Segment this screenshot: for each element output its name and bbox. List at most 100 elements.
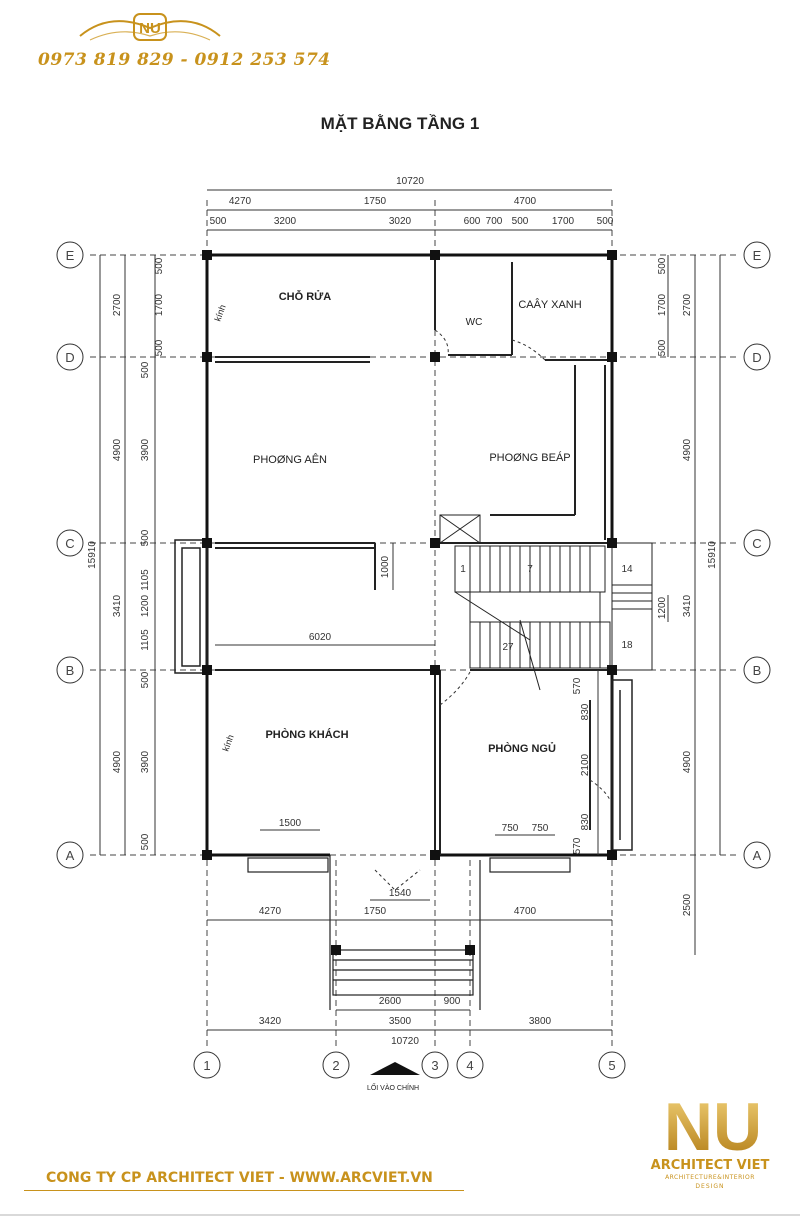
room-kitchen: PHOØNG BEÁP xyxy=(489,451,570,464)
dim-left-2: 3900 xyxy=(140,750,151,773)
dim-top-2: 600 xyxy=(464,216,481,227)
grid-label-row-B: B xyxy=(753,663,762,678)
grid-bubble-row xyxy=(56,841,84,869)
company-footer: CONG TY CP ARCHITECT VIET - WWW.ARCVIET.… xyxy=(46,1170,433,1186)
dim-left-1: 2700 xyxy=(112,293,123,316)
room-dining: PHOØNG AÊN xyxy=(253,453,327,466)
dim-1500: 1500 xyxy=(279,818,302,829)
bottom-rule xyxy=(0,1214,800,1216)
column xyxy=(202,850,212,860)
column xyxy=(202,352,212,362)
front-porch xyxy=(247,855,571,1010)
grid-bubble-col xyxy=(193,1051,221,1079)
dim-left-1: 4900 xyxy=(112,750,123,773)
phone-numbers: 0973 819 829 - 0912 253 574 xyxy=(38,50,331,70)
grid-label-col-5: 5 xyxy=(608,1058,615,1073)
dim-left-2: 500 xyxy=(154,257,165,274)
outer-walls xyxy=(205,253,614,857)
logo-name: ARCHITECT VIET xyxy=(650,1158,770,1173)
dim-6020: 6020 xyxy=(309,632,332,643)
architect-viet-logo: NU xyxy=(668,1089,758,1158)
dim-top-2: 3020 xyxy=(389,216,412,227)
room-washing: CHỖ RỬA xyxy=(279,290,332,303)
column xyxy=(202,665,212,675)
staircase xyxy=(439,514,653,691)
column xyxy=(430,538,440,548)
columns xyxy=(202,250,617,955)
column xyxy=(430,352,440,362)
grid-bubble-col xyxy=(456,1051,484,1079)
left-bay-window xyxy=(174,539,208,674)
column xyxy=(430,250,440,260)
dim-top-2: 500 xyxy=(512,216,529,227)
grid-bubble-row xyxy=(743,841,771,869)
entrance-label: LỐI VÀO CHÍNH xyxy=(367,1082,419,1092)
grid-label-row-B: B xyxy=(66,663,75,678)
dim-left-total: 15910 xyxy=(87,541,98,569)
grid-lines xyxy=(90,200,740,1050)
stair-number: 1 xyxy=(460,564,466,575)
grid-label-row-A: A xyxy=(753,848,762,863)
dim-bottom-1: 4700 xyxy=(514,906,537,917)
dim-750b: 750 xyxy=(532,823,549,834)
drawing-title: MẶT BẰNG TẦNG 1 xyxy=(320,114,480,133)
room-wc: WC xyxy=(466,317,483,328)
grid-bubble-col xyxy=(421,1051,449,1079)
dim-bedroom: 830 xyxy=(580,813,591,830)
dim-left-2: 500 xyxy=(140,361,151,378)
dim-top-1: 4700 xyxy=(514,196,537,207)
dim-left-1: 3410 xyxy=(112,594,123,617)
room-green: CAÂY XANH xyxy=(518,298,581,311)
grid-label-col-2: 2 xyxy=(332,1058,339,1073)
grid-label-row-C: C xyxy=(752,536,761,551)
dim-top-2: 700 xyxy=(486,216,503,227)
dim-right-1: 4900 xyxy=(682,438,693,461)
dim-bedroom: 570 xyxy=(572,677,583,694)
dim-right-total: 15910 xyxy=(707,541,718,569)
stair-number: 18 xyxy=(621,640,633,651)
dim-right-1: 3410 xyxy=(682,594,693,617)
dim-left-2: 1200 xyxy=(140,594,151,617)
grid-bubble-row xyxy=(56,656,84,684)
grid-label-col-4: 4 xyxy=(466,1058,473,1073)
dim-left-2: 500 xyxy=(140,833,151,850)
inner-walls xyxy=(215,255,612,855)
dim-top-2: 1700 xyxy=(552,216,575,227)
dimension-lines xyxy=(99,189,721,1031)
brand-ornament-logo: NU xyxy=(79,13,221,41)
column xyxy=(430,850,440,860)
glass-label-2: kính xyxy=(220,733,235,752)
right-bay-window xyxy=(611,679,633,851)
entrance-arrow-icon xyxy=(370,1062,395,1075)
door-swings xyxy=(374,329,611,891)
dim-right-1: 4900 xyxy=(682,750,693,773)
dim-bottom-3: 3500 xyxy=(389,1016,412,1027)
logo-subtitle-design: DESIGN xyxy=(695,1183,725,1190)
dim-right-2: 500 xyxy=(657,257,668,274)
glass-label-1: kính xyxy=(212,303,227,322)
column xyxy=(331,945,341,955)
column xyxy=(607,665,617,675)
dim-left-2: 500 xyxy=(140,529,151,546)
dim-left-2: 3900 xyxy=(140,438,151,461)
grid-bubble-row xyxy=(56,241,84,269)
dim-bottom-2: 900 xyxy=(444,996,461,1007)
grid-bubble-row xyxy=(743,529,771,557)
column xyxy=(607,352,617,362)
grid-bubble-row xyxy=(56,529,84,557)
dim-right-1: 2500 xyxy=(682,893,693,916)
dim-right-1: 2700 xyxy=(682,293,693,316)
grid-label-row-D: D xyxy=(65,350,74,365)
grid-bubble-row xyxy=(56,343,84,371)
dim-right-2: 1200 xyxy=(657,596,668,619)
grid-bubble-row xyxy=(743,656,771,684)
logo-subtitle: ARCHITECTURE&INTERIOR xyxy=(665,1174,755,1181)
dim-bedroom: 2100 xyxy=(580,753,591,776)
dim-1000: 1000 xyxy=(380,555,391,578)
dim-top-2: 3200 xyxy=(274,216,297,227)
dim-bedroom: 830 xyxy=(580,703,591,720)
room-bedroom: PHÒNG NGỦ xyxy=(488,742,556,755)
dim-left-2: 500 xyxy=(140,671,151,688)
